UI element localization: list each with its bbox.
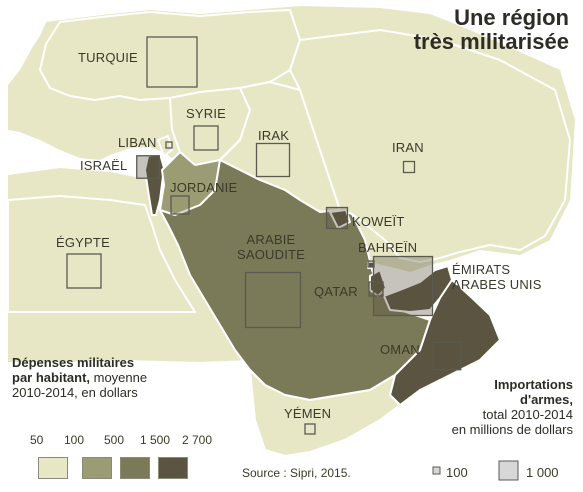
import-square-qatar — [368, 281, 384, 297]
legend-import-small-square — [432, 466, 441, 475]
import-square-uae — [372, 255, 434, 317]
legend-value-5: 2 700 — [182, 433, 213, 447]
legend-swatch-3 — [120, 457, 150, 479]
map-title: Une région très militarisée — [414, 6, 569, 54]
import-square-jordan — [170, 195, 190, 215]
import-square-iran — [402, 160, 416, 174]
label-uae: ÉMIRATS ARABES UNIS — [452, 262, 542, 292]
import-square-iraq — [255, 142, 291, 178]
label-turkey: TURQUIE — [78, 50, 138, 65]
label-oman: OMAN — [380, 342, 420, 357]
import-square-yemen — [304, 423, 316, 435]
legend-spending-title: Dépenses militaires par habitant, moyenn… — [12, 355, 147, 400]
import-square-egypt — [66, 253, 102, 289]
legend-spending-title-line-3: 2010-2014, en dollars — [12, 385, 138, 400]
label-qatar: QATAR — [314, 284, 358, 299]
import-square-kuwait — [325, 206, 349, 230]
country-kuwait — [329, 209, 351, 229]
legend-import-large-square — [498, 460, 519, 481]
legend-swatch-4 — [158, 457, 188, 479]
legend-swatch-2 — [82, 457, 112, 479]
legend-swatch-1 — [38, 457, 68, 479]
legend-spending-title-bold: Dépenses militaires — [12, 355, 135, 370]
legend-value-4: 1 500 — [140, 433, 171, 447]
legend-spending-title-bold-2: par habitant, — [12, 370, 91, 385]
label-iraq: IRAK — [258, 128, 290, 143]
label-uae-line-2: ARABES UNIS — [452, 277, 542, 292]
label-lebanon: LIBAN — [118, 135, 157, 150]
legend-imports-title: Importations d'armes, total 2010-2014 en… — [452, 377, 573, 437]
label-saudi-line-1: ARABIE — [246, 232, 296, 247]
label-jordan: JORDANIE — [170, 180, 238, 195]
legend-imports-title-bold: Importations — [494, 377, 573, 392]
legend-imports-title-line-3: total 2010-2014 — [482, 407, 573, 422]
label-saudi: ARABIE SAOUDITE — [236, 232, 306, 262]
legend-imports-title-line-4: en millions de dollars — [451, 422, 573, 437]
import-square-syria — [193, 125, 219, 151]
title-line-2: très militarisée — [413, 29, 569, 54]
label-israel: ISRAËL — [80, 158, 128, 173]
legend-import-small-label: 100 — [446, 465, 468, 480]
label-iran: IRAN — [392, 140, 424, 155]
label-bahrain: BAHREÏN — [358, 240, 418, 255]
import-square-israel — [136, 155, 160, 179]
label-yemen: YÉMEN — [284, 406, 332, 421]
legend-import-large-label: 1 000 — [526, 465, 559, 480]
legend-imports-title-bold-2: d'armes, — [520, 392, 573, 407]
label-kuwait: KOWEÏT — [352, 214, 405, 229]
country-lebanon — [157, 135, 173, 157]
source-note: Source : Sipri, 2015. — [242, 466, 351, 480]
legend-value-1: 50 — [30, 433, 44, 447]
country-iran — [289, 29, 571, 263]
legend-spending-title-rest: moyenne — [90, 370, 148, 385]
country-yemen — [249, 369, 401, 457]
label-uae-line-1: ÉMIRATS — [452, 262, 511, 277]
import-square-lebanon — [165, 141, 173, 149]
import-square-turkey — [146, 36, 198, 88]
label-egypt: ÉGYPTE — [56, 235, 110, 250]
import-square-saudi — [244, 271, 302, 329]
title-line-1: Une région — [454, 5, 569, 30]
legend-value-2: 100 — [64, 433, 85, 447]
label-syria: SYRIE — [186, 106, 227, 121]
label-saudi-line-2: SAOUDITE — [236, 247, 306, 262]
legend-value-3: 500 — [104, 433, 125, 447]
import-square-oman — [432, 341, 462, 371]
